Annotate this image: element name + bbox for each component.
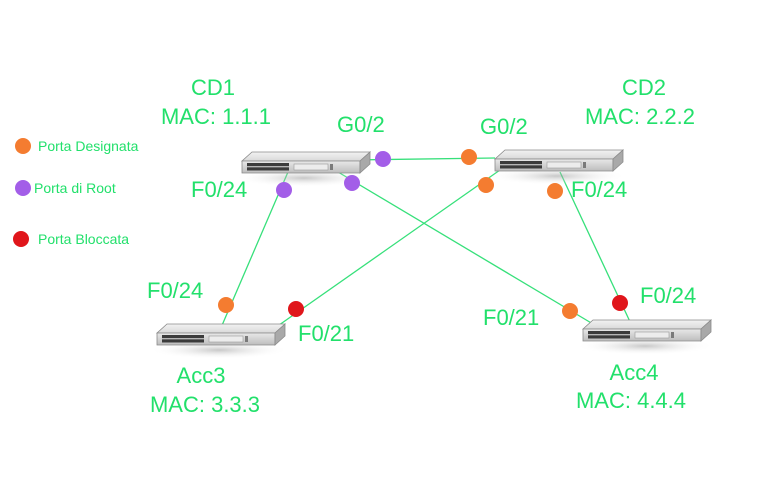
acc4-f0-21-label: F0/21 bbox=[483, 305, 539, 330]
cd1-f0-24-root-port bbox=[276, 182, 292, 198]
switch-acc3 bbox=[148, 323, 290, 360]
cd2-mac: MAC: 2.2.2 bbox=[585, 104, 695, 129]
cd1-f0-24-label: F0/24 bbox=[191, 177, 247, 202]
link-cd1-acc4 bbox=[337, 171, 599, 328]
cd2-f0-21-designated-port bbox=[478, 177, 494, 193]
cd2-g0-2-designated-port bbox=[461, 149, 477, 165]
legend: Porta Designata Porta di Root Porta Bloc… bbox=[13, 138, 139, 247]
cd1-g0-2-root-port bbox=[375, 151, 391, 167]
link-cd2-acc3 bbox=[271, 169, 501, 331]
cd1-f0-21-root-port bbox=[344, 175, 360, 191]
acc4-mac: MAC: 4.4.4 bbox=[576, 388, 686, 413]
acc4-f0-21-designated-port bbox=[562, 303, 578, 319]
acc4-name: Acc4 bbox=[610, 360, 659, 385]
acc4-f0-24-label: F0/24 bbox=[640, 283, 696, 308]
cd1-mac: MAC: 1.1.1 bbox=[161, 104, 271, 129]
cd1-name: CD1 bbox=[191, 75, 235, 100]
acc3-f0-21-label: F0/21 bbox=[298, 321, 354, 346]
acc3-f0-24-label: F0/24 bbox=[147, 278, 203, 303]
port-markers bbox=[218, 149, 628, 319]
legend-blocked-label: Porta Bloccata bbox=[38, 231, 129, 247]
cd2-f0-24-label: F0/24 bbox=[571, 177, 627, 202]
cd1-g0-2-label: G0/2 bbox=[337, 112, 385, 137]
acc4-f0-24-blocked-port bbox=[612, 295, 628, 311]
switch-acc4 bbox=[574, 319, 716, 356]
cd2-f0-24-designated-port bbox=[547, 183, 563, 199]
cd2-name: CD2 bbox=[622, 75, 666, 100]
legend-designated-dot bbox=[15, 138, 31, 154]
legend-designated-label: Porta Designata bbox=[38, 138, 139, 154]
legend-root-dot bbox=[15, 180, 31, 196]
acc3-f0-24-designated-port bbox=[218, 297, 234, 313]
legend-blocked-dot bbox=[13, 231, 29, 247]
acc3-f0-21-blocked-port bbox=[288, 301, 304, 317]
acc3-name: Acc3 bbox=[177, 363, 226, 388]
cd2-g0-2-label: G0/2 bbox=[480, 114, 528, 139]
legend-root-label: Porta di Root bbox=[34, 180, 116, 196]
acc3-mac: MAC: 3.3.3 bbox=[150, 392, 260, 417]
